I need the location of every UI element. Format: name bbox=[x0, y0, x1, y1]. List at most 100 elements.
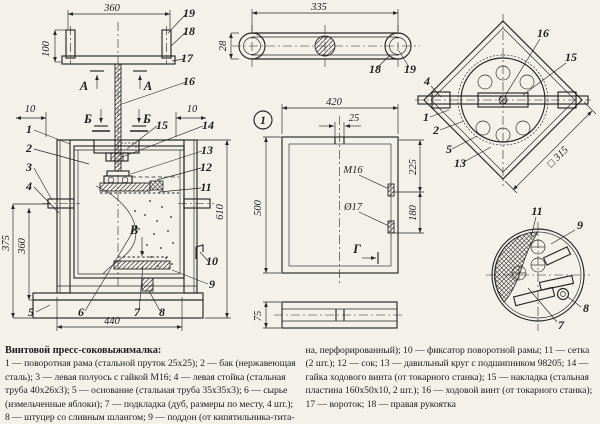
dim-225: 225 bbox=[408, 159, 419, 175]
frame-latch bbox=[195, 244, 204, 259]
callout-17: 17 bbox=[181, 51, 194, 65]
frame-top-view: □ 315 16 15 4 1 2 5 13 bbox=[415, 14, 597, 194]
caption-right-column: на, перфорированный); 10 — фиксатор пово… bbox=[306, 344, 598, 424]
technical-drawing: 360 100 А А Б Б 10 bbox=[1, 2, 597, 332]
left-stand bbox=[56, 139, 71, 294]
callout-18: 18 bbox=[183, 24, 195, 38]
caption-line: (измельченные яблоки); 7 — подкладка (ду… bbox=[5, 398, 294, 410]
dim-25: 25 bbox=[349, 113, 360, 124]
screw-nut-block bbox=[477, 92, 529, 108]
callout-9: 9 bbox=[209, 277, 215, 291]
caption-line: 8 — штуцер со сливным шлангом; 9 — поддо… bbox=[5, 412, 295, 424]
callout-8: 8 bbox=[159, 305, 165, 319]
caption-line: (2 шт.); 12 — сок; 13 — давильный круг с… bbox=[305, 358, 589, 370]
right-stand bbox=[183, 139, 198, 294]
dim-610: 610 bbox=[215, 203, 226, 220]
pan-leaders bbox=[527, 216, 582, 323]
press-disc-assembly bbox=[99, 170, 179, 194]
dim-335: 335 bbox=[310, 2, 327, 13]
callout-5-top: 5 bbox=[446, 142, 452, 156]
callout-15-top: 15 bbox=[565, 50, 577, 64]
section-letter-a-left: А bbox=[79, 79, 88, 93]
callout-11: 11 bbox=[200, 180, 211, 194]
tank-wall-view: 1 420 25 500 225 180 М16 Ø1 bbox=[253, 97, 424, 286]
dim-360-handle: 360 bbox=[103, 3, 121, 14]
front-view-leaders bbox=[33, 13, 209, 313]
callout-7: 7 bbox=[134, 305, 141, 319]
thread-m16-label: М16 bbox=[342, 165, 363, 176]
caption: Винтовой пресс-соковыжималка: 1 — поворо… bbox=[5, 344, 597, 424]
fitting-hole bbox=[556, 287, 570, 301]
screw-cross-section bbox=[314, 35, 336, 57]
wall-outline bbox=[281, 136, 399, 274]
callout-4-top: 4 bbox=[423, 74, 430, 88]
dim-500: 500 bbox=[253, 199, 264, 216]
callout-16-top: 16 bbox=[537, 26, 549, 40]
callout-9-pan: 9 bbox=[577, 218, 583, 232]
section-mark-b: Б Б bbox=[83, 109, 151, 132]
dim-420: 420 bbox=[326, 97, 343, 108]
left-handle-boss bbox=[238, 32, 266, 60]
dim-10-left: 10 bbox=[25, 104, 36, 115]
callout-18-bar: 18 bbox=[369, 62, 381, 76]
dim-180: 180 bbox=[408, 204, 419, 221]
detail-mark-number: 1 bbox=[260, 113, 266, 127]
caption-left-column: Винтовой пресс-соковыжималка: 1 — поворо… bbox=[5, 344, 297, 424]
callout-13: 13 bbox=[201, 143, 213, 157]
handle-section-view: 335 28 18 19 bbox=[218, 2, 420, 76]
callout-3: 3 bbox=[25, 160, 32, 174]
screw-tip bbox=[498, 95, 508, 105]
callout-13-top: 13 bbox=[454, 156, 466, 170]
tank bbox=[73, 145, 185, 279]
base bbox=[32, 292, 204, 319]
callout-16: 16 bbox=[183, 74, 195, 88]
view-letter-g: Г bbox=[352, 242, 361, 256]
callout-12: 12 bbox=[200, 160, 212, 174]
section-mark-a: А А bbox=[79, 70, 152, 93]
pan-outline bbox=[491, 228, 585, 322]
callout-7-pan: 7 bbox=[558, 318, 565, 332]
dim-100: 100 bbox=[41, 40, 52, 57]
caption-line: 1 — поворотная рама (стальной пруток 25x… bbox=[5, 358, 296, 370]
frame-outline bbox=[423, 20, 583, 180]
callout-10: 10 bbox=[206, 254, 218, 268]
section-letter-a-right: А bbox=[143, 79, 152, 93]
callout-5: 5 bbox=[28, 305, 34, 319]
section-letter-b-left: Б bbox=[83, 112, 92, 126]
mesh-region bbox=[494, 231, 539, 303]
callout-2: 2 bbox=[25, 141, 32, 155]
plate-outline bbox=[281, 301, 398, 329]
front-view: 360 100 А А Б Б 10 bbox=[1, 3, 231, 331]
callout-14: 14 bbox=[202, 118, 214, 132]
caption-title: Винтовой пресс-соковыжималка: bbox=[5, 345, 162, 356]
direction-letter-v: В bbox=[129, 223, 138, 237]
callout-1-top: 1 bbox=[423, 110, 429, 124]
callout-15: 15 bbox=[156, 118, 168, 132]
left-handle-post bbox=[65, 29, 76, 59]
callout-1: 1 bbox=[26, 122, 32, 136]
dim-360-height: 360 bbox=[17, 237, 28, 255]
drain-slot bbox=[542, 246, 572, 266]
caption-line: труба 40x26x3); 5 — основание (стальная … bbox=[5, 385, 288, 397]
pulp-boundary bbox=[95, 185, 137, 275]
section-letter-b-right: Б bbox=[142, 112, 151, 126]
callout-19: 19 bbox=[183, 6, 195, 20]
callout-6: 6 bbox=[78, 305, 84, 319]
detail-mark-circle bbox=[253, 110, 273, 130]
right-handle-post bbox=[161, 29, 172, 59]
drain-slot bbox=[538, 274, 575, 291]
screw-nut bbox=[110, 152, 124, 162]
dim-375: 375 bbox=[1, 235, 12, 252]
dim-10-right: 10 bbox=[187, 104, 198, 115]
caption-line: на, перфорированный); 10 — фиксатор пово… bbox=[305, 345, 590, 356]
callout-4: 4 bbox=[25, 179, 32, 193]
serrated-disc bbox=[457, 54, 549, 146]
dim-75: 75 bbox=[253, 311, 264, 322]
caption-line: пластина 160x50x10, 2 шт.); 16 — ходовой… bbox=[305, 385, 593, 397]
handle-bar bbox=[61, 26, 176, 65]
caption-line: 17 — вороток; 18 — правая рукоятка bbox=[305, 398, 456, 410]
callout-19-bar: 19 bbox=[404, 62, 416, 76]
frame-top-leaders bbox=[429, 38, 567, 164]
right-handle-boss bbox=[384, 32, 412, 60]
